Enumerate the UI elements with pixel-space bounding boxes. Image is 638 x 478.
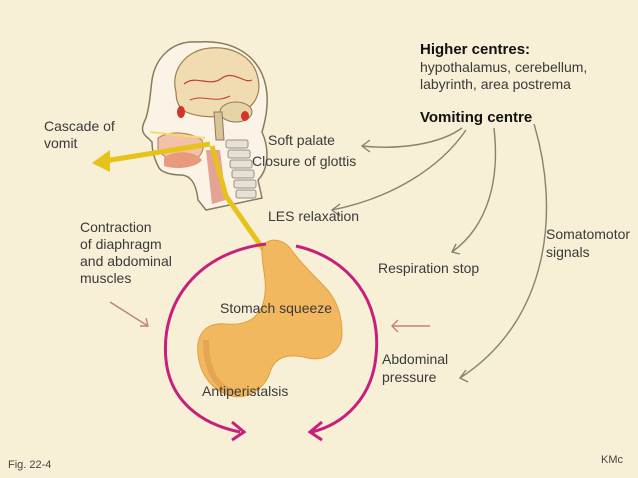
somatomotor-line1: Somatomotor xyxy=(546,226,631,242)
figure-number: Fig. 22-4 xyxy=(8,459,52,471)
cervical-spine xyxy=(225,139,257,199)
abdominal-line1: Abdominal xyxy=(382,351,449,367)
cascade-line2: vomit xyxy=(44,135,78,151)
closure-glottis-label: Closure of glottis xyxy=(252,153,357,169)
higher-centres-line2: labyrinth, area postrema xyxy=(420,76,571,92)
contraction-line2: of diaphragm xyxy=(80,236,162,252)
left-circular-arrow xyxy=(163,242,267,434)
respiration-stop-label: Respiration stop xyxy=(378,260,480,276)
antiperistalsis-label: Antiperistalsis xyxy=(202,383,289,399)
esophagus-vomit-path xyxy=(209,145,275,264)
cascade-line1: Cascade of xyxy=(44,118,115,134)
contraction-line4: muscles xyxy=(80,270,132,286)
les-relaxation-label: LES relaxation xyxy=(268,208,360,224)
stomach xyxy=(197,239,343,398)
abdominal-line2: pressure xyxy=(382,369,437,385)
credit-label: KMc xyxy=(601,454,623,466)
higher-centres-line1: hypothalamus, cerebellum, xyxy=(420,59,588,75)
right-circular-arrow xyxy=(295,244,379,434)
contraction-line1: Contraction xyxy=(80,219,152,235)
soft-palate-label: Soft palate xyxy=(268,132,335,148)
vomiting-centre-label: Vomiting centre xyxy=(420,109,533,126)
brain xyxy=(174,47,260,118)
stomach-squeeze-label: Stomach squeeze xyxy=(220,300,333,316)
pressure-pointer-arrows xyxy=(109,301,430,333)
higher-centres-title: Higher centres: xyxy=(420,41,531,58)
somatomotor-line2: signals xyxy=(546,244,590,260)
signal-arrows xyxy=(330,123,548,383)
contraction-line3: and abdominal xyxy=(80,253,172,269)
